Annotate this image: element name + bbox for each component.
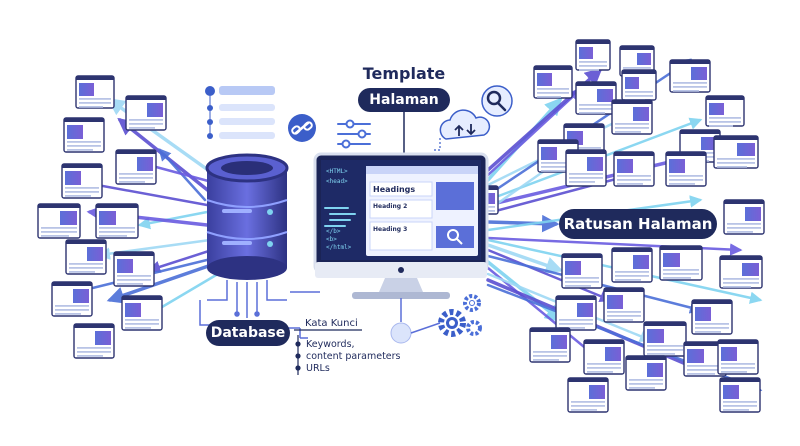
flow-arrow xyxy=(486,214,560,233)
flow-arrow xyxy=(486,243,564,274)
code-line-head: <head> xyxy=(326,178,348,185)
heading-2: Heading 2 xyxy=(373,203,408,210)
page-thumbnail xyxy=(529,327,571,363)
template-pill: Halaman xyxy=(358,88,450,112)
page-thumbnail xyxy=(719,377,761,413)
page-thumbnail xyxy=(705,95,745,127)
flow-arrow xyxy=(486,266,602,362)
page-thumbnail xyxy=(125,95,167,131)
heading-3: Heading 3 xyxy=(373,226,408,233)
page-thumbnail xyxy=(75,75,115,109)
kata-kunci-label: Kata Kunci xyxy=(305,318,358,329)
search-icon xyxy=(481,85,513,117)
page-thumbnail xyxy=(659,245,703,281)
page-thumbnail xyxy=(51,281,93,317)
code-line-b-close: </b> xyxy=(326,228,341,235)
page-thumbnail xyxy=(95,203,139,239)
link-icon xyxy=(288,114,316,142)
page-thumbnail xyxy=(565,149,607,187)
gear-icon xyxy=(438,294,482,337)
bullet-content-parameters: content parameters xyxy=(306,351,401,362)
page-thumbnail-group xyxy=(37,39,765,413)
page-thumbnail xyxy=(643,321,687,357)
page-thumbnail xyxy=(61,163,103,199)
page-thumbnail xyxy=(669,59,711,93)
code-line-b: <b> xyxy=(326,236,337,243)
database-cylinder-icon xyxy=(205,153,289,280)
page-thumbnail xyxy=(713,135,759,169)
page-thumbnail xyxy=(691,299,733,335)
page-thumbnail xyxy=(625,355,667,391)
ratusan-halaman-pill: Ratusan Halaman xyxy=(559,209,717,239)
flow-arrow xyxy=(137,210,209,230)
code-line-html-close: </html> xyxy=(326,244,352,251)
page-thumbnail xyxy=(603,287,645,323)
page-thumbnail xyxy=(533,65,573,99)
flow-arrow xyxy=(106,260,222,304)
page-thumbnail xyxy=(65,239,107,275)
page-thumbnail xyxy=(561,253,603,289)
page-thumbnail xyxy=(665,151,707,187)
flow-arrow xyxy=(147,248,214,273)
page-thumbnail xyxy=(583,339,625,375)
page-thumbnail xyxy=(621,69,657,101)
monitor xyxy=(313,152,489,299)
sliders-icon xyxy=(337,119,371,149)
page-thumbnail xyxy=(115,149,157,185)
bullet-urls: URLs xyxy=(306,363,330,374)
cloud-sync-icon xyxy=(434,109,491,151)
page-thumbnail xyxy=(717,339,759,375)
template-title: Template xyxy=(362,64,446,83)
bullet-keywords: Keywords, xyxy=(306,339,355,350)
node-circle xyxy=(390,298,441,344)
database-pill: Database xyxy=(206,320,290,346)
page-thumbnail xyxy=(113,251,155,287)
heading-1: Headings xyxy=(373,185,416,194)
page-thumbnail xyxy=(555,295,597,331)
page-thumbnail xyxy=(683,341,727,377)
page-thumbnail xyxy=(619,45,655,77)
page-thumbnail xyxy=(575,39,611,71)
list-icon xyxy=(205,86,275,139)
page-thumbnail xyxy=(121,295,163,331)
page-thumbnail xyxy=(723,199,765,235)
page-thumbnail xyxy=(575,81,617,115)
page-thumbnail xyxy=(611,99,653,135)
page-thumbnail xyxy=(613,151,655,187)
flow-arrow xyxy=(486,88,582,177)
flow-arrow xyxy=(486,260,563,323)
kata-kunci-bracket xyxy=(294,329,362,375)
code-line-html: <HTML> xyxy=(326,168,348,175)
flow-arrow xyxy=(486,248,613,302)
page-thumbnail xyxy=(73,323,115,359)
page-thumbnail xyxy=(63,117,105,153)
page-thumbnail xyxy=(567,377,609,413)
page-thumbnail xyxy=(611,247,653,283)
page-thumbnail xyxy=(719,255,763,289)
page-thumbnail xyxy=(37,203,81,239)
